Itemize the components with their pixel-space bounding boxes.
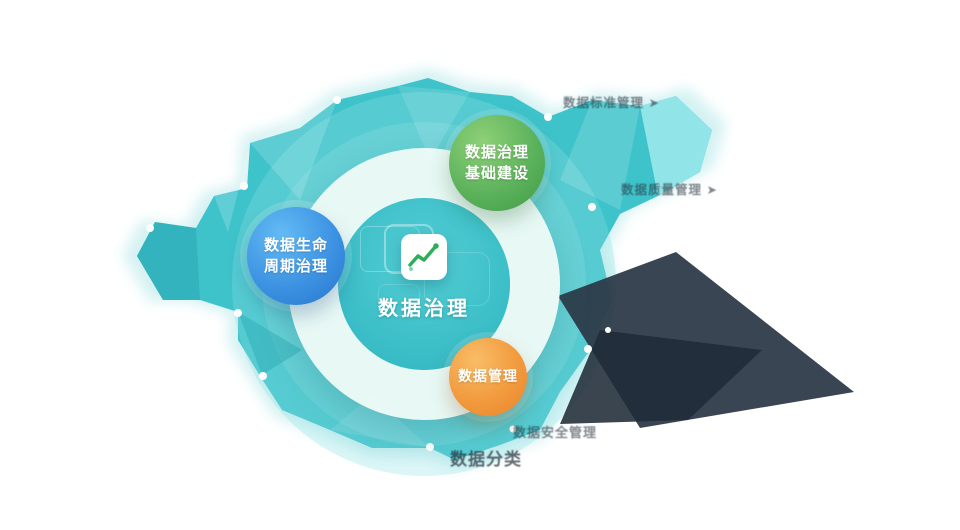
node-label-line: 基础建设	[464, 165, 529, 182]
ghost-label-standards: 数据标准管理 ➤	[563, 96, 660, 110]
node-label-line: 周期治理	[263, 258, 328, 275]
node-lifecycle: 数据生命 周期治理	[247, 207, 345, 305]
ghost-label-security: 数据安全管理	[513, 425, 598, 440]
ghost-label-classification: 数据分类	[450, 450, 522, 469]
center-label: 数据治理	[378, 298, 470, 320]
trend-chart-icon	[401, 234, 447, 280]
node-management: 数据管理	[449, 338, 527, 416]
node-label-line: 数据管理	[458, 368, 518, 385]
node-foundation: 数据治理 基础建设	[449, 115, 545, 211]
circuit-trace	[378, 284, 420, 316]
dark-facets	[558, 252, 854, 428]
node-label-line: 数据生命	[263, 237, 328, 254]
vertex-dots	[146, 96, 611, 451]
ghost-label-quality: 数据质量管理 ➤	[621, 183, 718, 197]
node-label-line: 数据治理	[464, 144, 529, 161]
